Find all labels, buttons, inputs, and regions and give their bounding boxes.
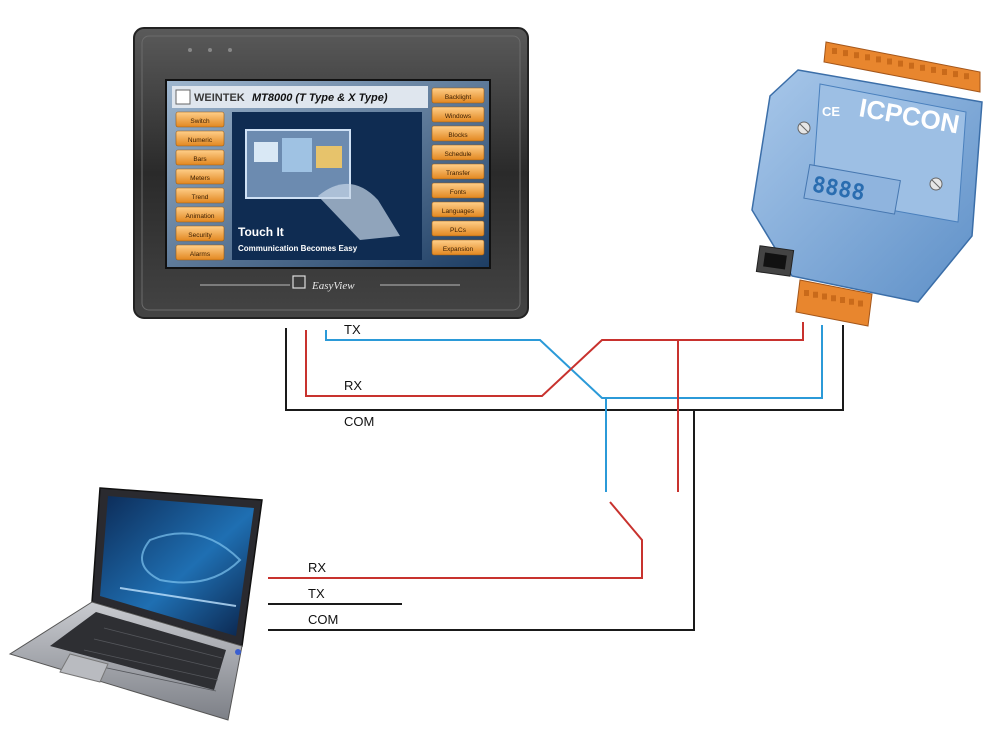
hmi-left-button-label: Alarms bbox=[190, 251, 211, 258]
hmi-left-button-label: Meters bbox=[190, 175, 211, 182]
hmi-left-button[interactable] bbox=[175, 225, 225, 242]
terminal-pin bbox=[887, 58, 892, 65]
label-laptop-rx: RX bbox=[308, 560, 326, 575]
hmi-right-button[interactable] bbox=[431, 239, 485, 256]
hmi-left-button-label: Trend bbox=[192, 194, 209, 201]
terminal-pin bbox=[865, 54, 870, 61]
wire-rx-hmi bbox=[305, 322, 804, 397]
wire-rx-laptop bbox=[268, 501, 643, 579]
hmi-right-button[interactable] bbox=[431, 201, 485, 218]
hmi-left-button[interactable] bbox=[175, 206, 225, 223]
hmi-left-button-label: Bars bbox=[193, 156, 207, 163]
hmi-brand: EasyView bbox=[311, 280, 355, 292]
hmi-right-button-label: Languages bbox=[442, 208, 475, 215]
hmi-left-button-label: Switch bbox=[190, 118, 210, 125]
terminal-pin bbox=[849, 298, 854, 305]
terminal-pin bbox=[831, 295, 836, 302]
wire-com-hmi bbox=[285, 325, 844, 411]
hmi-right-button-label: PLCs bbox=[450, 227, 467, 234]
hmi-left-button[interactable] bbox=[175, 111, 225, 128]
hmi-left-button-label: Animation bbox=[186, 213, 215, 220]
terminal-pin bbox=[953, 71, 958, 78]
terminal-pin bbox=[898, 60, 903, 67]
monitor-icon bbox=[175, 89, 191, 105]
icpcon-module: CE ICPCON 8888 bbox=[751, 41, 983, 327]
hmi-tagline-title: Touch It bbox=[238, 225, 284, 239]
hmi-left-button[interactable] bbox=[175, 149, 225, 166]
terminal-pin bbox=[813, 291, 818, 298]
hmi-right-button-label: Fonts bbox=[450, 189, 467, 196]
hmi-right-button[interactable] bbox=[431, 144, 485, 161]
terminal-pin bbox=[843, 50, 848, 57]
hmi-panel: WEINTEK MT8000 (T Type & X Type) Touch I… bbox=[133, 27, 529, 319]
terminal-pin bbox=[920, 64, 925, 71]
terminal-pin bbox=[909, 62, 914, 69]
terminal-pin bbox=[804, 290, 809, 296]
wires bbox=[268, 322, 844, 631]
hmi-right-button-label: Schedule bbox=[444, 151, 471, 158]
terminal-pin bbox=[858, 300, 863, 307]
label-laptop-tx: TX bbox=[308, 586, 325, 601]
hmi-screen: WEINTEK MT8000 (T Type & X Type) Touch I… bbox=[165, 79, 491, 269]
terminal-pin bbox=[840, 297, 845, 303]
module-icon bbox=[795, 279, 873, 327]
hmi-right-button[interactable] bbox=[431, 220, 485, 237]
wire-tx-hmi bbox=[325, 325, 823, 399]
label-laptop-com: COM bbox=[308, 612, 338, 627]
hmi-left-buttons: SwitchNumericBarsMetersTrendAnimationSec… bbox=[175, 111, 225, 261]
hmi-right-buttons: BacklightWindowsBlocksScheduleTransferFo… bbox=[431, 87, 485, 256]
wire-com-laptop bbox=[268, 410, 695, 631]
terminal-pin bbox=[832, 48, 837, 54]
hmi-right-button[interactable] bbox=[431, 182, 485, 199]
hmi-right-button[interactable] bbox=[431, 87, 485, 104]
hmi-right-button[interactable] bbox=[431, 163, 485, 180]
terminal-pin bbox=[931, 66, 936, 73]
terminal-pin bbox=[854, 52, 859, 59]
hmi-right-button-label: Expansion bbox=[443, 246, 474, 253]
terminal-pin bbox=[876, 56, 881, 63]
terminal-pin bbox=[964, 73, 969, 80]
hmi-right-button[interactable] bbox=[431, 106, 485, 123]
hmi-left-button-label: Numeric bbox=[188, 137, 213, 144]
hmi-left-button[interactable] bbox=[175, 168, 225, 185]
hmi-right-button-label: Windows bbox=[445, 113, 472, 120]
laptop bbox=[8, 487, 263, 721]
hmi-right-button-label: Backlight bbox=[445, 94, 472, 101]
terminal-pin bbox=[942, 69, 947, 75]
hmi-tagline-sub: Communication Becomes Easy bbox=[238, 244, 358, 253]
hmi-model: MT8000 (T Type & X Type) bbox=[252, 92, 388, 104]
hmi-right-button-label: Blocks bbox=[448, 132, 468, 139]
label-hmi-com: COM bbox=[344, 414, 374, 429]
hmi-logo: WEINTEK bbox=[194, 92, 245, 104]
terminal-pin bbox=[822, 293, 827, 300]
hmi-right-button[interactable] bbox=[431, 125, 485, 142]
label-hmi-tx: TX bbox=[344, 322, 361, 337]
hmi-right-button-label: Transfer bbox=[446, 170, 471, 177]
hmi-left-button[interactable] bbox=[175, 244, 225, 261]
hmi-left-button[interactable] bbox=[175, 187, 225, 204]
hmi-left-button[interactable] bbox=[175, 130, 225, 147]
laptop-icon bbox=[8, 487, 263, 721]
label-hmi-rx: RX bbox=[344, 378, 362, 393]
hmi-left-button-label: Security bbox=[188, 232, 212, 239]
icp-ce-mark: CE bbox=[822, 104, 840, 119]
